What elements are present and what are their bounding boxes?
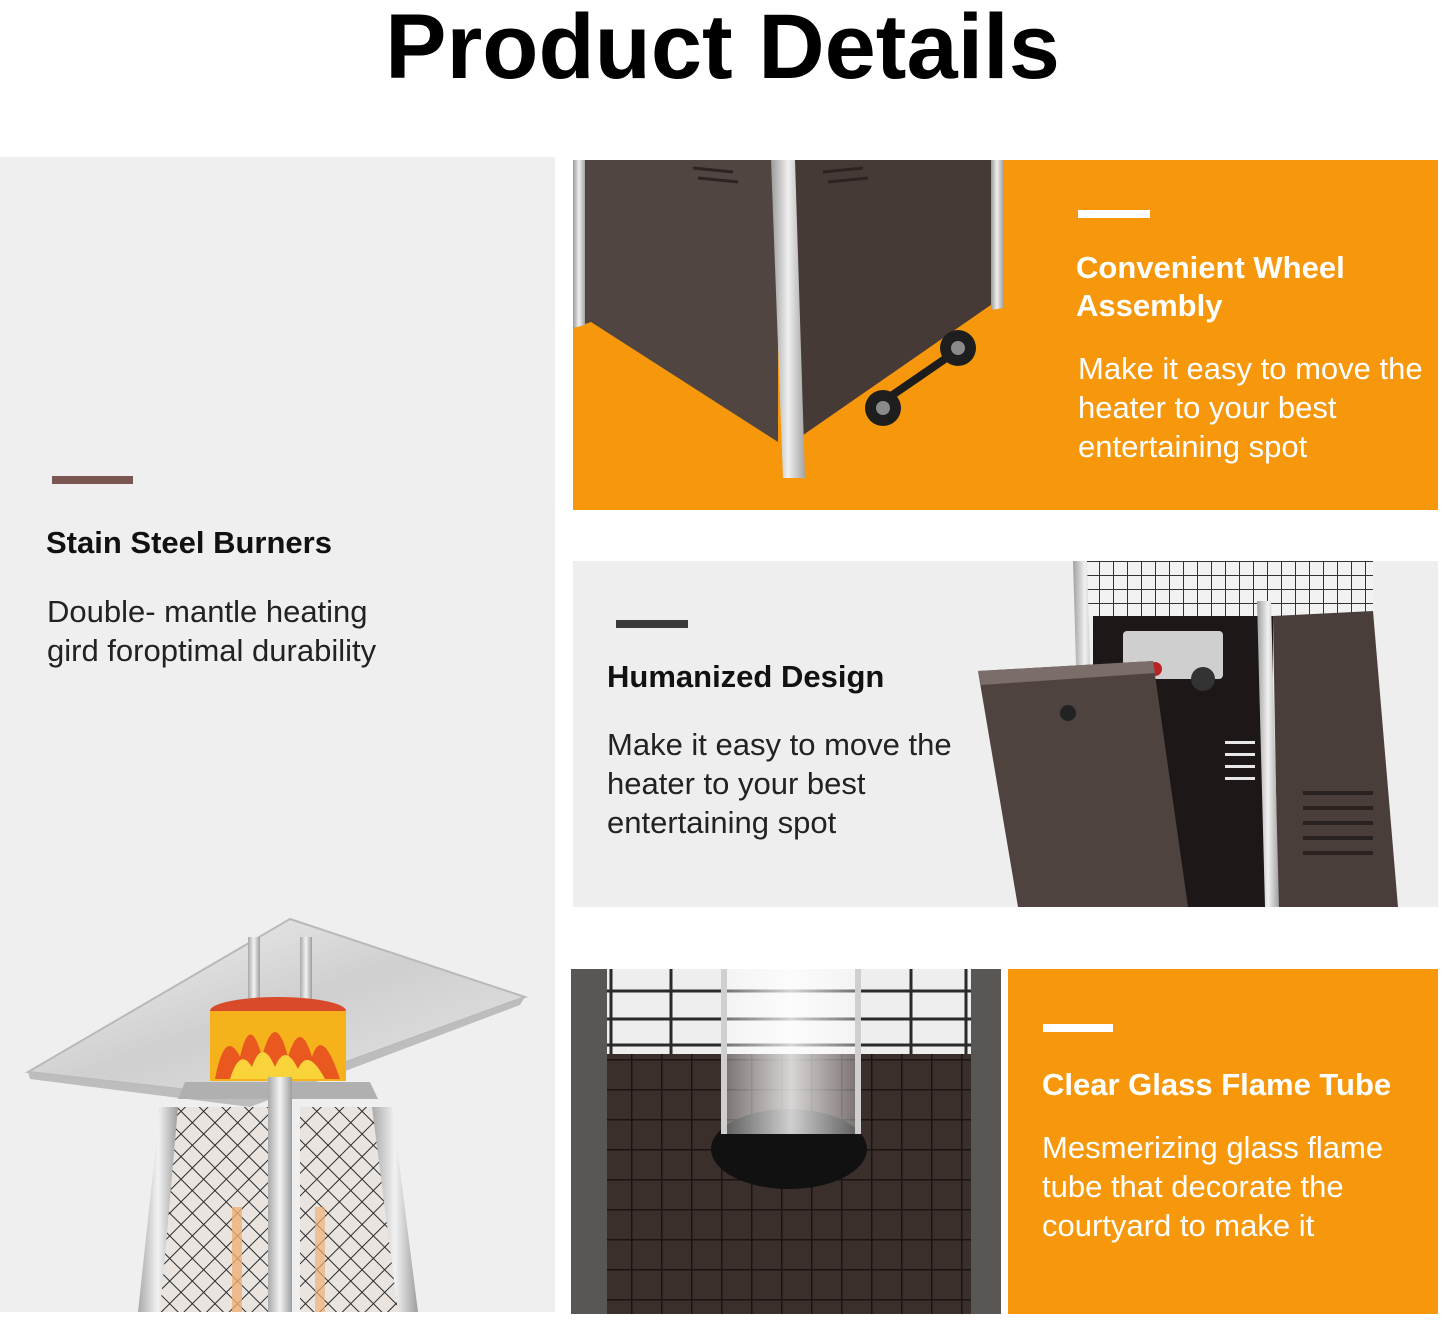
wheel-feature-card: Convenient Wheel Assembly Make it easy t…	[1008, 160, 1438, 510]
burner-illustration	[24, 917, 529, 1312]
page-title: Product Details	[385, 0, 1060, 98]
wheel-photo-panel	[573, 160, 1008, 510]
accent-dash	[616, 620, 688, 628]
accent-dash	[52, 476, 133, 484]
burner-title: Stain Steel Burners	[46, 525, 332, 560]
accent-dash	[1043, 1024, 1113, 1032]
design-feature-panel: Humanized Design Make it easy to move th…	[573, 561, 1438, 907]
wheel-title: Convenient Wheel Assembly	[1076, 250, 1345, 323]
burner-body: Double- mantle heating gird foroptimal d…	[47, 594, 377, 668]
burner-feature-panel: Stain Steel Burners Double- mantle heati…	[0, 157, 555, 1312]
glass-title: Clear Glass Flame Tube	[1042, 1067, 1392, 1102]
design-body: Make it easy to move the heater to your …	[607, 727, 952, 840]
glass-tube-illustration	[571, 969, 1001, 1314]
accent-dash	[1078, 210, 1150, 218]
wheel-assembly-illustration	[573, 160, 1003, 478]
glass-feature-card: Clear Glass Flame Tube Mesmerizing glass…	[1008, 969, 1438, 1314]
wheel-body: Make it easy to move the heater to your …	[1078, 351, 1423, 464]
glass-body: Mesmerizing glass flame tube that decora…	[1042, 1130, 1384, 1243]
access-door-illustration	[978, 561, 1398, 907]
glass-photo-panel	[571, 969, 1001, 1314]
design-title: Humanized Design	[607, 659, 885, 694]
